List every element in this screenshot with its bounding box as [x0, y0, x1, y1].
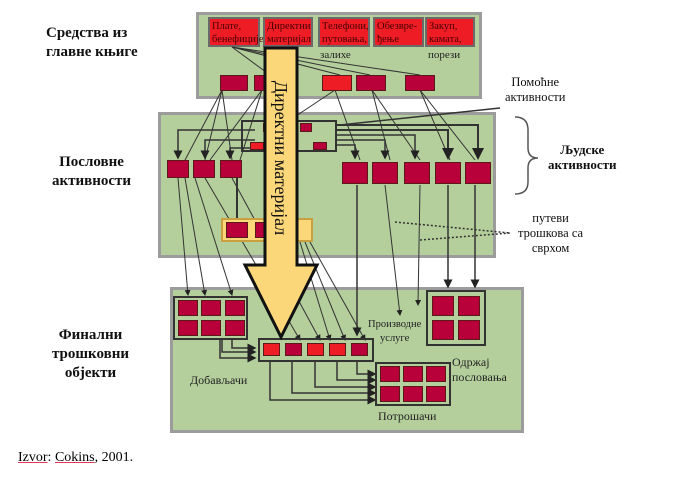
suppliers-group — [173, 296, 248, 340]
product — [307, 343, 324, 356]
supplier — [178, 320, 198, 336]
item-text: Директни — [267, 21, 311, 32]
customer — [403, 386, 423, 402]
activity — [404, 162, 430, 184]
activity — [372, 162, 398, 184]
maintenance-object — [458, 296, 480, 316]
label-line: трошкова са — [518, 226, 584, 240]
source-citation: Izvor: Cokins, 2001. — [18, 450, 133, 466]
ledger-item-rent-extra: порези — [428, 49, 461, 61]
ledger-item-rent: Закуп, камата, — [425, 17, 475, 47]
products-group — [258, 338, 374, 362]
item-text: ђење — [377, 34, 399, 45]
activity — [465, 162, 491, 184]
item-text: материјал — [267, 34, 311, 45]
human-activities-label: Људске активности — [548, 142, 617, 172]
resource-driver — [356, 75, 386, 91]
activity — [220, 160, 242, 178]
activity — [226, 222, 248, 238]
activity — [193, 160, 215, 178]
final-cost-objects-label: Финални трошковни објекти — [52, 326, 129, 383]
activity — [435, 162, 461, 184]
supplier — [225, 300, 245, 316]
brace-icon — [514, 116, 539, 195]
item-text: Плате, — [212, 21, 242, 32]
label-line: Средства из — [46, 25, 128, 41]
ledger-item-phones-extra: залихе — [320, 49, 351, 61]
source-year: , 2001. — [94, 450, 134, 465]
activity — [342, 162, 368, 184]
customer — [403, 366, 423, 382]
label-line: Помоћне — [511, 75, 560, 89]
item-text: бенефиције — [212, 34, 264, 45]
maintenance-label: Одржај пословања — [452, 355, 507, 385]
ledger-item-direct-material: Директни материјал — [263, 17, 313, 47]
label-line: Производне — [368, 319, 422, 330]
support-activity — [313, 142, 327, 150]
business-activities-label: Пословне активности — [52, 153, 131, 191]
label-line: трошковни — [52, 346, 130, 362]
label-line: главне књиге — [46, 44, 138, 60]
down-arrow-icon — [242, 46, 320, 341]
label-line: пословања — [452, 370, 507, 384]
ledger-item-phones: Телефони, путовања, — [318, 17, 370, 47]
ledger-resources-label: Средства из главне књиге — [46, 24, 138, 62]
support-activities-label: Помоћне активности — [505, 75, 565, 105]
colon: : — [47, 450, 55, 465]
label-line: Финални — [58, 327, 123, 343]
ledger-item-depreciation: Обезвре- ђење — [373, 17, 424, 47]
resource-driver — [220, 75, 248, 91]
customer — [380, 366, 400, 382]
supplier — [225, 320, 245, 336]
maintenance-object — [432, 320, 454, 340]
label-line: Одржај — [452, 355, 490, 369]
customers-group — [375, 362, 451, 406]
product — [351, 343, 368, 356]
source-author: Cokins — [54, 450, 95, 465]
label-line: услуге — [380, 333, 410, 344]
services-label: Производне услуге — [368, 318, 421, 346]
customers-label: Потрошачи — [378, 409, 437, 423]
label-line: сврхом — [531, 241, 570, 255]
maintenance-object — [432, 296, 454, 316]
label-line: Пословне — [59, 154, 124, 170]
arrow-label: Директни материјал — [271, 80, 291, 236]
item-text: Телефони, — [322, 21, 369, 32]
label-line: путеви — [532, 211, 569, 225]
item-text: Закуп, — [429, 21, 458, 32]
item-text: Обезвре- — [377, 21, 418, 32]
maintenance-group — [426, 290, 486, 346]
activity — [167, 160, 189, 178]
suppliers-label: Добављачи — [190, 373, 248, 387]
ledger-item-salaries: Плате, бенефиције — [208, 17, 264, 47]
customer — [426, 386, 446, 402]
supplier — [201, 320, 221, 336]
item-text: путовања, — [322, 34, 367, 45]
label-line: активности — [505, 90, 566, 104]
source-label: Izvor — [18, 450, 48, 465]
product — [263, 343, 280, 356]
purpose-cost-paths-label: путеви трошкова са сврхом — [518, 211, 583, 256]
maintenance-object — [458, 320, 480, 340]
resource-driver — [322, 75, 352, 91]
label-line: Људске — [560, 142, 605, 157]
label-line: активности — [548, 157, 617, 172]
label-line: објекти — [64, 365, 117, 381]
product — [329, 343, 346, 356]
customer — [380, 386, 400, 402]
customer — [426, 366, 446, 382]
resource-driver — [405, 75, 435, 91]
product — [285, 343, 302, 356]
supplier — [201, 300, 221, 316]
supplier — [178, 300, 198, 316]
support-activity — [300, 123, 312, 132]
label-line: активности — [52, 173, 132, 189]
item-text: камата, — [429, 34, 462, 45]
